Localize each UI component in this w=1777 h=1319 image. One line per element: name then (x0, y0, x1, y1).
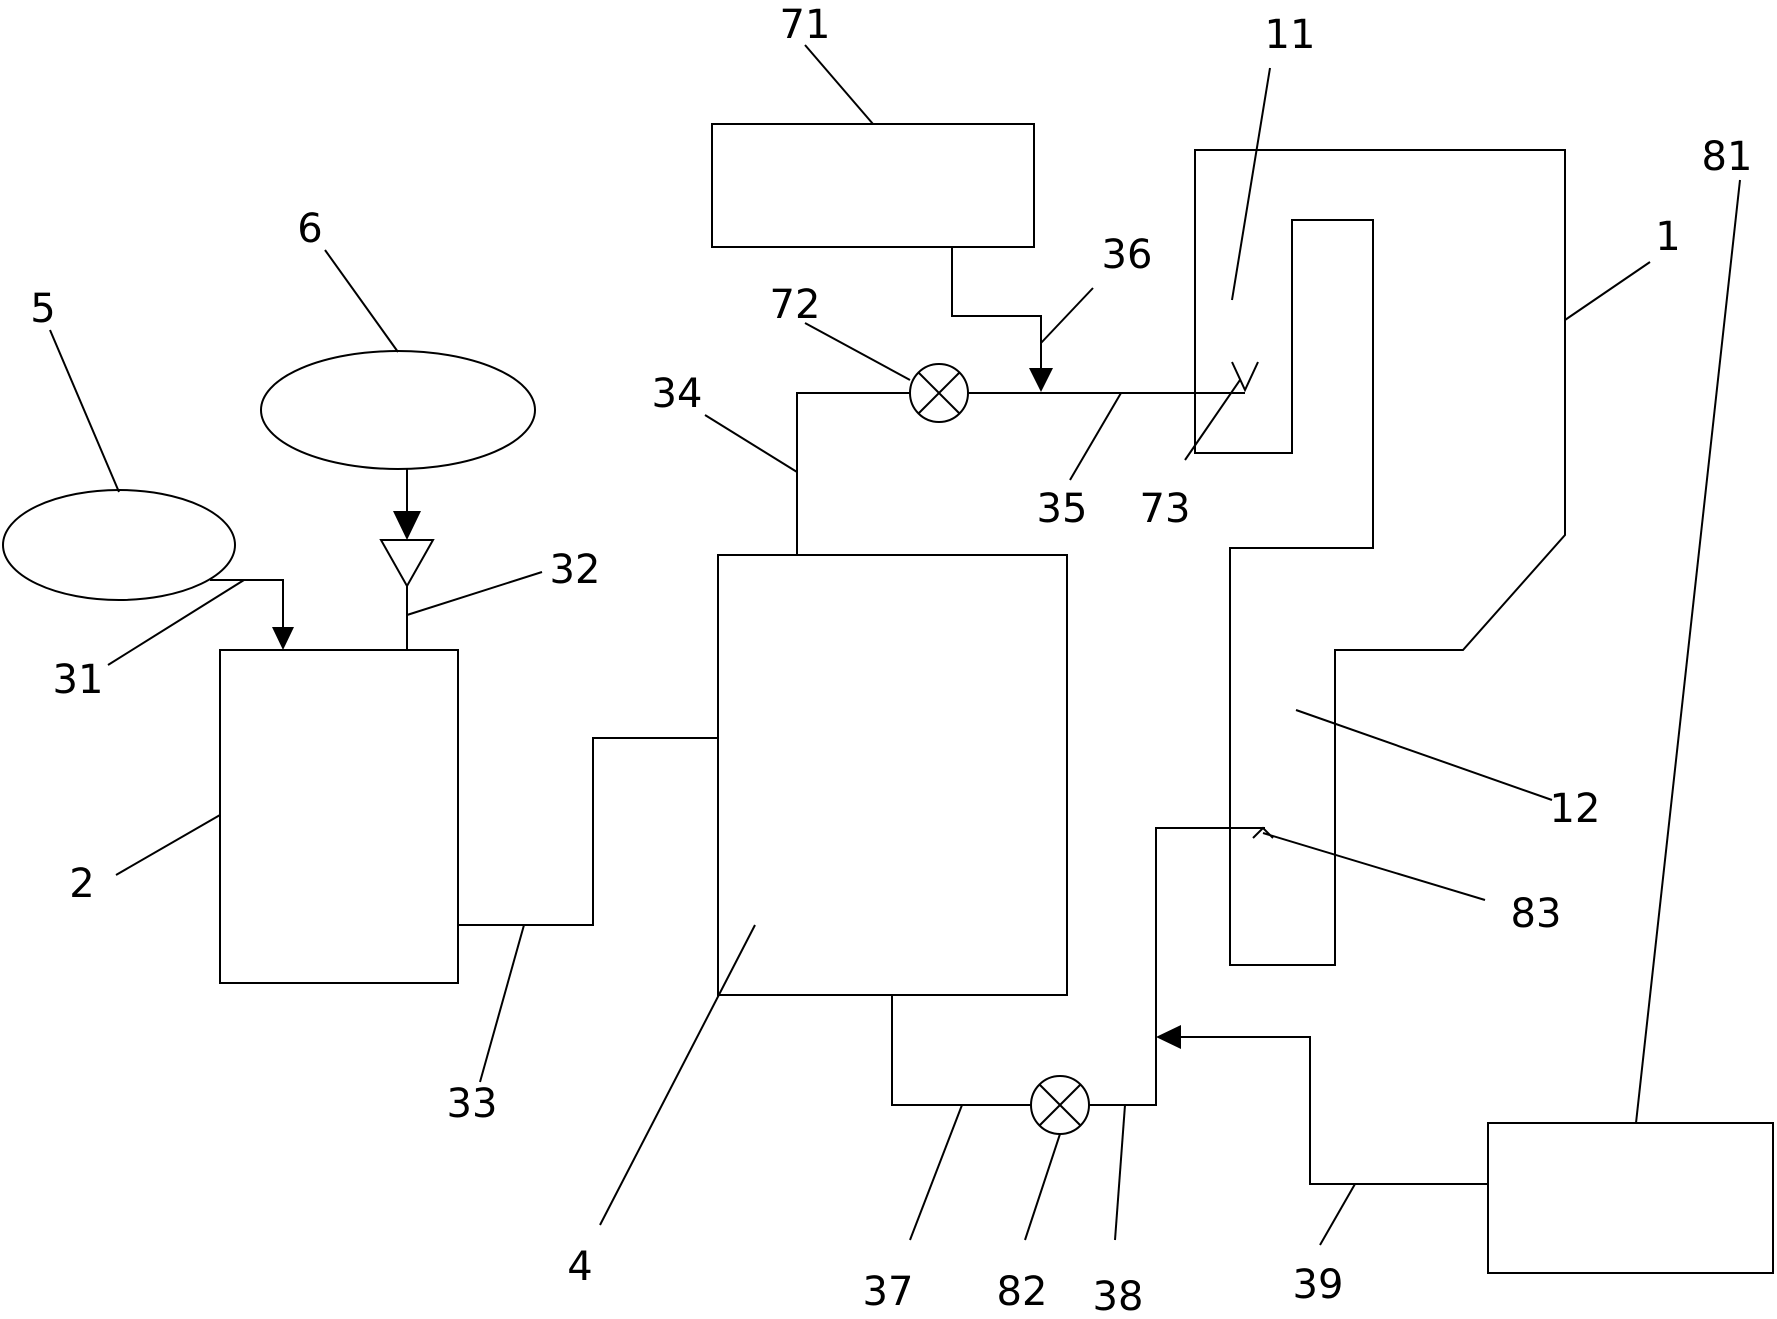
label-1: 1 (1655, 214, 1680, 260)
leader-83 (1262, 832, 1486, 901)
label-5: 5 (30, 286, 55, 332)
leader-35 (1069, 392, 1122, 481)
label-81: 81 (1702, 134, 1753, 180)
reactor-outer-wall (1194, 149, 1566, 966)
label-73: 73 (1140, 486, 1191, 532)
leader-38 (1114, 1104, 1126, 1241)
label-12: 12 (1550, 786, 1601, 832)
label-32: 32 (550, 547, 601, 593)
label-39: 39 (1293, 1262, 1344, 1308)
funnel-32 (379, 539, 435, 589)
pipe-37 (891, 995, 1031, 1106)
pipe-34 (796, 392, 910, 555)
label-31: 31 (53, 657, 104, 703)
line-39 (1180, 1036, 1488, 1185)
leader-37 (909, 1104, 963, 1241)
label-34: 34 (652, 371, 703, 417)
label-11: 11 (1265, 12, 1316, 58)
leader-73 (1184, 379, 1241, 461)
label-37: 37 (863, 1269, 914, 1315)
label-4: 4 (567, 1244, 592, 1290)
nozzle-73 (1231, 361, 1259, 393)
label-72: 72 (770, 282, 821, 328)
label-82: 82 (997, 1269, 1048, 1315)
leader-6 (324, 249, 399, 353)
leader-12 (1295, 709, 1553, 801)
label-36: 36 (1102, 232, 1153, 278)
pipe-33 (458, 737, 718, 926)
pipe-38 (1089, 827, 1265, 1106)
arrow-down-32 (393, 511, 421, 540)
label-33: 33 (447, 1081, 498, 1127)
leader-1 (1564, 261, 1651, 321)
mixing-tank-2 (219, 649, 459, 984)
main-vessel-4 (717, 554, 1068, 996)
valve-72-cross-b (917, 371, 961, 415)
leader-33 (479, 924, 525, 1083)
leader-4 (599, 924, 756, 1226)
label-35: 35 (1037, 486, 1088, 532)
leader-39 (1319, 1183, 1356, 1246)
label-2: 2 (69, 861, 94, 907)
leader-71 (804, 44, 874, 125)
leader-2 (115, 814, 221, 876)
leader-36 (1040, 287, 1094, 344)
supply-unit-81 (1487, 1122, 1774, 1274)
label-6: 6 (297, 206, 322, 252)
label-38: 38 (1093, 1274, 1144, 1319)
leader-81 (1635, 179, 1741, 1124)
leader-82 (1024, 1133, 1061, 1241)
leader-34 (704, 414, 798, 473)
arrow-down-36 (1029, 368, 1053, 392)
leader-5 (49, 329, 120, 493)
leader-11 (1231, 67, 1271, 301)
label-71: 71 (780, 2, 831, 48)
supply-unit-71 (711, 123, 1035, 248)
arrow-down-31 (272, 627, 294, 650)
leader-32 (406, 571, 543, 616)
source-6 (260, 350, 536, 470)
leader-31 (107, 579, 245, 666)
line-31 (210, 579, 284, 628)
source-5 (2, 489, 236, 601)
feed-line-36 (951, 247, 1042, 370)
leader-72 (804, 322, 911, 381)
label-83: 83 (1511, 891, 1562, 937)
arrow-left-39 (1156, 1025, 1181, 1049)
valve-82-cross-b (1038, 1083, 1082, 1127)
